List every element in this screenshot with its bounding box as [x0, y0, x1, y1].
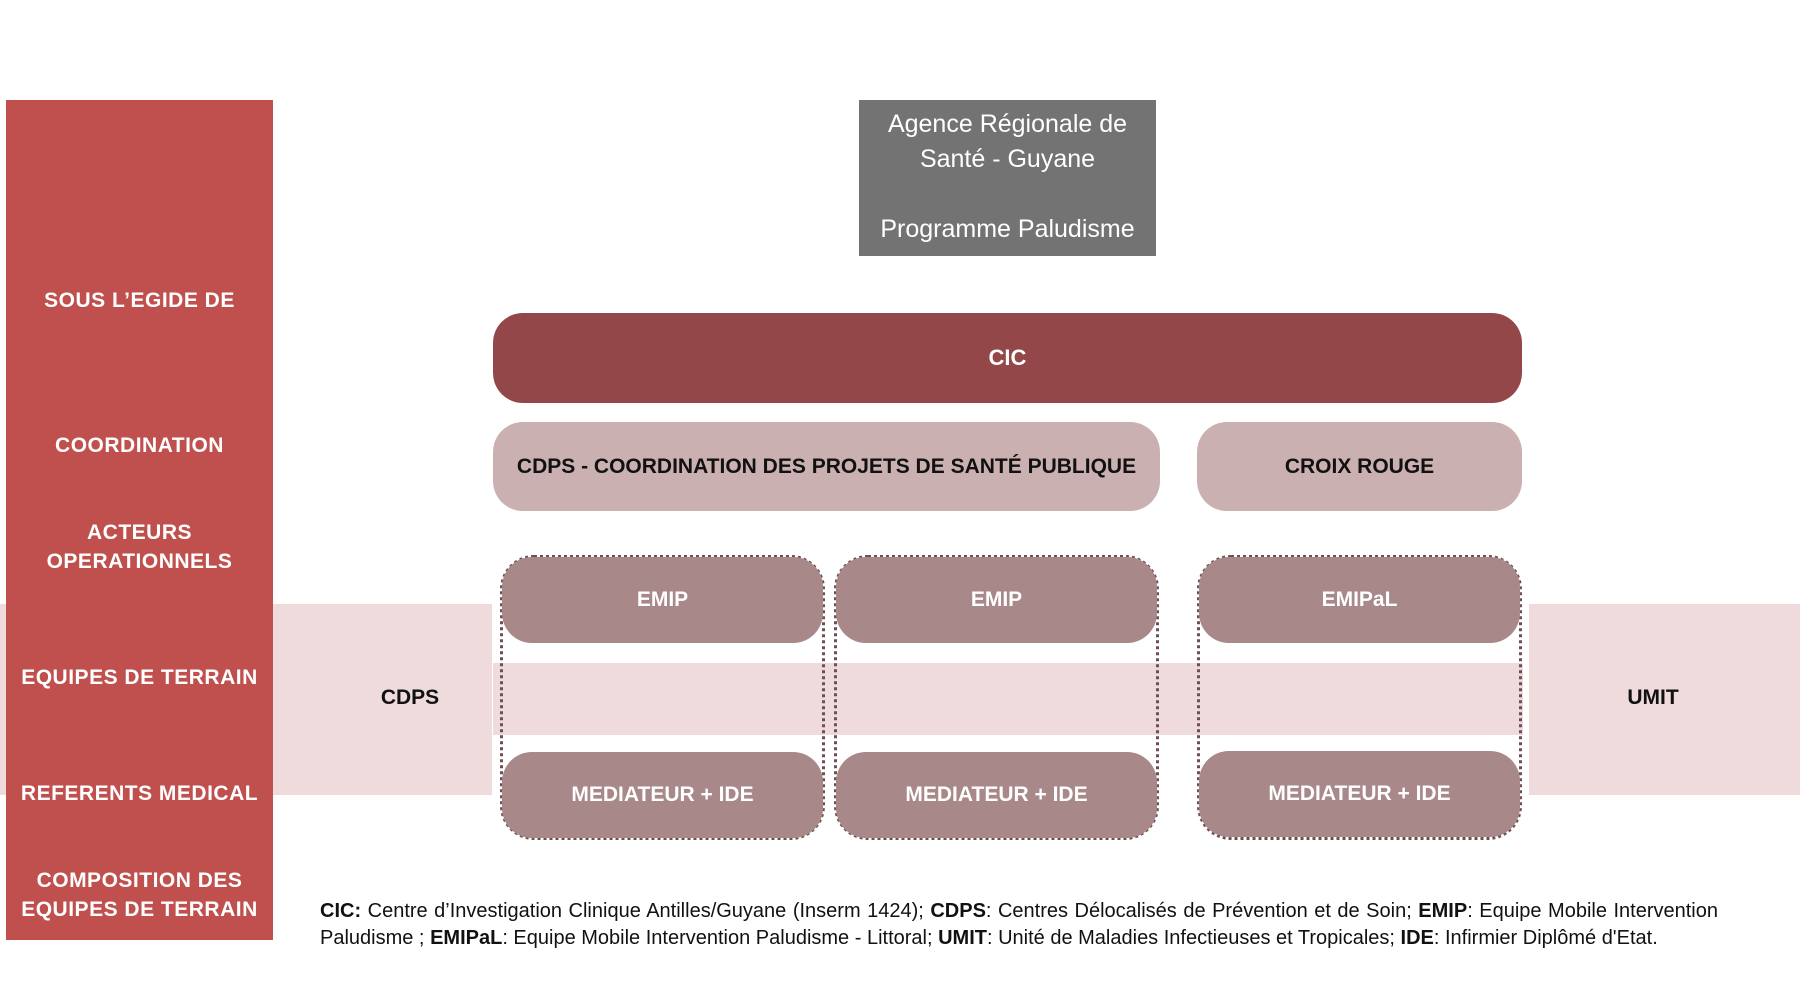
coordination-cic-label: CIC	[988, 345, 1027, 370]
legend-text-cdps: : Centres Délocalisés de Prévention et d…	[985, 900, 1419, 922]
coordination-cic-box: CIC	[493, 313, 1522, 403]
row-label-referents-medical: REFERENTS MEDICAL	[20, 782, 259, 805]
team-emipal-box: EMIPaL	[1199, 557, 1520, 643]
composition-3-box: MEDIATEUR + IDE	[1199, 751, 1520, 837]
legend-abbr-umit: UMIT	[938, 927, 987, 949]
referents-band-left-edge	[0, 604, 6, 795]
referent-cdps-label: CDPS	[380, 686, 440, 709]
row-label-acteurs-operationnels: ACTEURS OPERATIONNELS	[46, 521, 233, 573]
legend-text-ide: : Infirmier Diplômé d'Etat.	[1433, 927, 1658, 949]
composition-1-box: MEDIATEUR + IDE	[502, 752, 823, 838]
team-emip-2-label: EMIP	[970, 588, 1023, 611]
actor-cdps-label: CDPS - COORDINATION DES PROJETS DE SANTÉ…	[516, 454, 1137, 478]
team-emip-2-box: EMIP	[836, 557, 1157, 643]
referents-band-center	[493, 663, 1523, 735]
legend-abbr-cic: CIC:	[320, 900, 362, 922]
legend-abbr-ide: IDE	[1400, 927, 1434, 949]
legend-abbr-cdps: CDPS	[930, 900, 986, 922]
actor-croix-rouge-box: CROIX ROUGE	[1197, 422, 1522, 511]
actor-croix-rouge-label: CROIX ROUGE	[1284, 454, 1435, 478]
referent-umit-label: UMIT	[1627, 686, 1679, 709]
row-label-equipes-de-terrain: EQUIPES DE TERRAIN	[21, 666, 258, 689]
legend-text-cic: Centre d’Investigation Clinique Antilles…	[361, 900, 931, 922]
composition-2-label: MEDIATEUR + IDE	[905, 783, 1088, 806]
team-emip-1-label: EMIP	[636, 588, 689, 611]
team-emip-1-box: EMIP	[502, 557, 823, 643]
legend-abbr-emip: EMIP	[1418, 900, 1468, 922]
actor-cdps-box: CDPS - COORDINATION DES PROJETS DE SANTÉ…	[493, 422, 1160, 511]
composition-3-label: MEDIATEUR + IDE	[1268, 782, 1451, 805]
agency-program: Programme Paludisme	[880, 215, 1135, 243]
legend-abbr-emipal: EMIPaL	[430, 927, 503, 949]
agency-name-line2: Santé - Guyane	[919, 145, 1096, 173]
agency-name-line1: Agence Régionale de	[887, 110, 1128, 138]
legend-text-emipal: : Equipe Mobile Intervention Paludisme -…	[502, 927, 939, 949]
team-group-emipal	[1197, 555, 1522, 840]
agency-box: Agence Régionale de Santé - Guyane Progr…	[859, 100, 1156, 256]
legend-text-emip: : Equipe Mobile Intervention Paludisme ;	[320, 900, 1718, 949]
composition-1-label: MEDIATEUR + IDE	[571, 783, 754, 806]
row-label-sous-egide: SOUS L’EGIDE DE	[44, 289, 235, 312]
legend-text-umit: : Unité de Maladies Infectieuses et Trop…	[986, 927, 1401, 949]
row-label-composition-equipes: COMPOSITION DES EQUIPES DE TERRAIN	[21, 869, 258, 921]
row-label-coordination: COORDINATION	[55, 434, 224, 457]
team-emipal-label: EMIPaL	[1321, 588, 1398, 611]
team-group-emip-2	[834, 555, 1159, 840]
row-label-sidebar: SOUS L’EGIDE DE COORDINATION ACTEURS OPE…	[6, 100, 273, 940]
referents-band-right	[1529, 604, 1800, 795]
referents-band-left	[273, 604, 492, 795]
abbreviations-legend: CIC: Centre d’Investigation Clinique Ant…	[320, 898, 1718, 952]
team-group-emip-1	[500, 555, 825, 840]
composition-2-box: MEDIATEUR + IDE	[836, 752, 1157, 838]
